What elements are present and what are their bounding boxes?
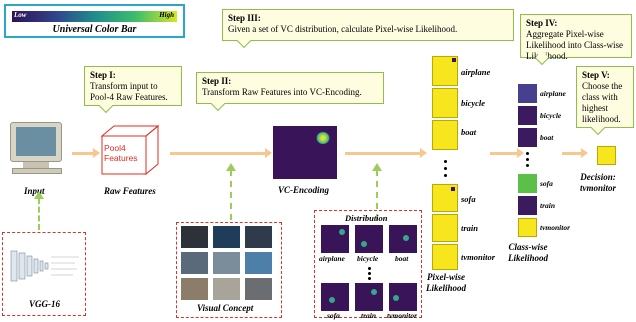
class-square-bicycle	[518, 106, 537, 125]
class-square-train	[518, 196, 537, 215]
ellipsis-dot	[368, 267, 371, 270]
step4-callout: Step IV: Aggregate Pixel-wise Likelihood…	[520, 14, 632, 61]
vgg16-network-diagram	[10, 250, 79, 282]
step3-title: Step III:	[228, 13, 261, 23]
pixel-map-airplane	[432, 56, 458, 86]
pixel-map-tvmonitor	[432, 244, 458, 270]
color-bar-low-label: Low	[14, 11, 27, 19]
dist-label-train: train	[361, 311, 377, 320]
color-bar-gradient: Low High	[12, 11, 177, 22]
class-label-sofa: sofa	[540, 179, 553, 188]
decision-square	[597, 146, 616, 165]
pixel-map-train	[432, 214, 458, 242]
class-label-airplane: airplane	[540, 89, 566, 98]
dist-map-tvmonitor	[389, 283, 417, 311]
concept-patch	[213, 226, 240, 248]
concept-patch	[181, 278, 208, 300]
dist-map-bicycle	[355, 225, 383, 253]
concept-patch	[245, 226, 272, 248]
vc-up-arrow	[226, 163, 236, 220]
pool4-cube	[100, 124, 160, 176]
step1-text: Transform input to Pool-4 Raw Features.	[90, 81, 168, 102]
step2-text: Transform Raw Features into VC-Encoding.	[202, 87, 362, 97]
step5-callout: Step V: Choose the class with highest li…	[576, 66, 634, 128]
ellipsis-dot	[368, 277, 371, 280]
step5-title: Step V:	[582, 70, 610, 80]
raw-features-label: Raw Features	[104, 186, 156, 196]
pixel-label-airplane: airplane	[461, 67, 491, 77]
vc-encoding-map	[273, 126, 337, 179]
class-label-train: train	[540, 201, 556, 210]
color-bar-title: Universal Color Bar	[52, 24, 137, 35]
ellipsis-dot	[526, 158, 529, 161]
decision-label: Decision: tvmonitor	[580, 172, 617, 193]
arrow-class-to-decision	[562, 148, 588, 158]
pixel-label-boat: boat	[461, 127, 477, 137]
dist-label-sofa: sofa	[327, 311, 340, 320]
pixel-label-bicycle: bicycle	[461, 98, 486, 108]
dist-up-arrow	[372, 163, 382, 220]
ellipsis-dot	[444, 174, 447, 177]
step4-title: Step IV:	[526, 18, 558, 28]
step4-text: Aggregate Pixel-wise Likelihood into Cla…	[526, 29, 623, 61]
class-square-airplane	[518, 84, 537, 103]
class-square-boat	[518, 128, 537, 147]
ellipsis-dot	[526, 164, 529, 167]
concept-patch	[181, 226, 208, 248]
input-monitor-image	[8, 122, 66, 176]
color-bar-high-label: High	[159, 11, 174, 19]
concept-patch	[213, 278, 240, 300]
dist-label-tvmonitor: tvmonitor	[387, 311, 418, 320]
pixel-label-tvmonitor: tvmonitor	[461, 252, 496, 262]
pixel-map-boat	[432, 120, 458, 150]
vgg-up-arrow	[34, 191, 44, 230]
vgg16-box: VGG-16	[2, 232, 86, 316]
visual-concept-label: Visual Concept	[197, 303, 254, 313]
ellipsis-dot	[368, 272, 371, 275]
dist-map-boat	[389, 225, 417, 253]
distribution-box: Distribution airplane bicycle boat sofa …	[314, 210, 422, 320]
step1-callout: Step I: Transform input to Pool-4 Raw Fe…	[84, 66, 182, 106]
dist-map-train	[355, 283, 383, 311]
pool4-label: Pool4 Features	[104, 143, 138, 163]
dist-label-boat: boat	[395, 254, 409, 263]
class-square-sofa	[518, 174, 537, 193]
visual-concept-box: Visual Concept	[176, 222, 282, 318]
vgg16-label: VGG-16	[29, 299, 60, 309]
pixel-map-bicycle	[432, 88, 458, 118]
ellipsis-dot	[444, 160, 447, 163]
concept-patch	[245, 278, 272, 300]
distribution-title: Distribution	[345, 213, 388, 223]
ellipsis-dot	[444, 167, 447, 170]
class-label-tvmonitor: tvmonitor	[540, 223, 571, 232]
ellipsis-dot	[526, 152, 529, 155]
class-wise-label: Class-wise Likelihood	[508, 242, 548, 263]
step1-title: Step I:	[90, 70, 116, 80]
dist-label-bicycle: bicycle	[357, 254, 379, 263]
color-bar-legend: Low High Universal Color Bar	[4, 4, 185, 38]
class-label-boat: boat	[540, 133, 554, 142]
pixel-map-sofa	[432, 184, 458, 212]
pixel-label-sofa: sofa	[461, 194, 476, 204]
step2-title: Step II:	[202, 76, 232, 86]
step5-text: Choose the class with highest likelihood…	[582, 81, 623, 124]
dist-map-airplane	[321, 225, 349, 253]
step2-callout: Step II: Transform Raw Features into VC-…	[196, 72, 384, 104]
step3-callout: Step III: Given a set of VC distribution…	[222, 9, 514, 41]
concept-patch	[213, 252, 240, 274]
class-square-tvmonitor	[518, 218, 537, 237]
vc-encoding-label: VC-Encoding	[278, 185, 330, 195]
step3-text: Given a set of VC distribution, calculat…	[228, 24, 458, 34]
concept-patch	[245, 252, 272, 274]
arrow-vc-to-pixel	[345, 148, 427, 158]
dist-label-airplane: airplane	[319, 254, 345, 263]
dist-map-sofa	[321, 283, 349, 311]
arrow-pixel-to-class	[490, 148, 524, 158]
arrow-raw-to-vc	[170, 148, 272, 158]
concept-patch	[181, 252, 208, 274]
pixel-wise-label: Pixel-wise Likelihood	[426, 272, 466, 293]
pixel-label-train: train	[461, 223, 479, 233]
arrow-input-to-raw	[72, 148, 100, 158]
class-label-bicycle: bicycle	[540, 111, 562, 120]
